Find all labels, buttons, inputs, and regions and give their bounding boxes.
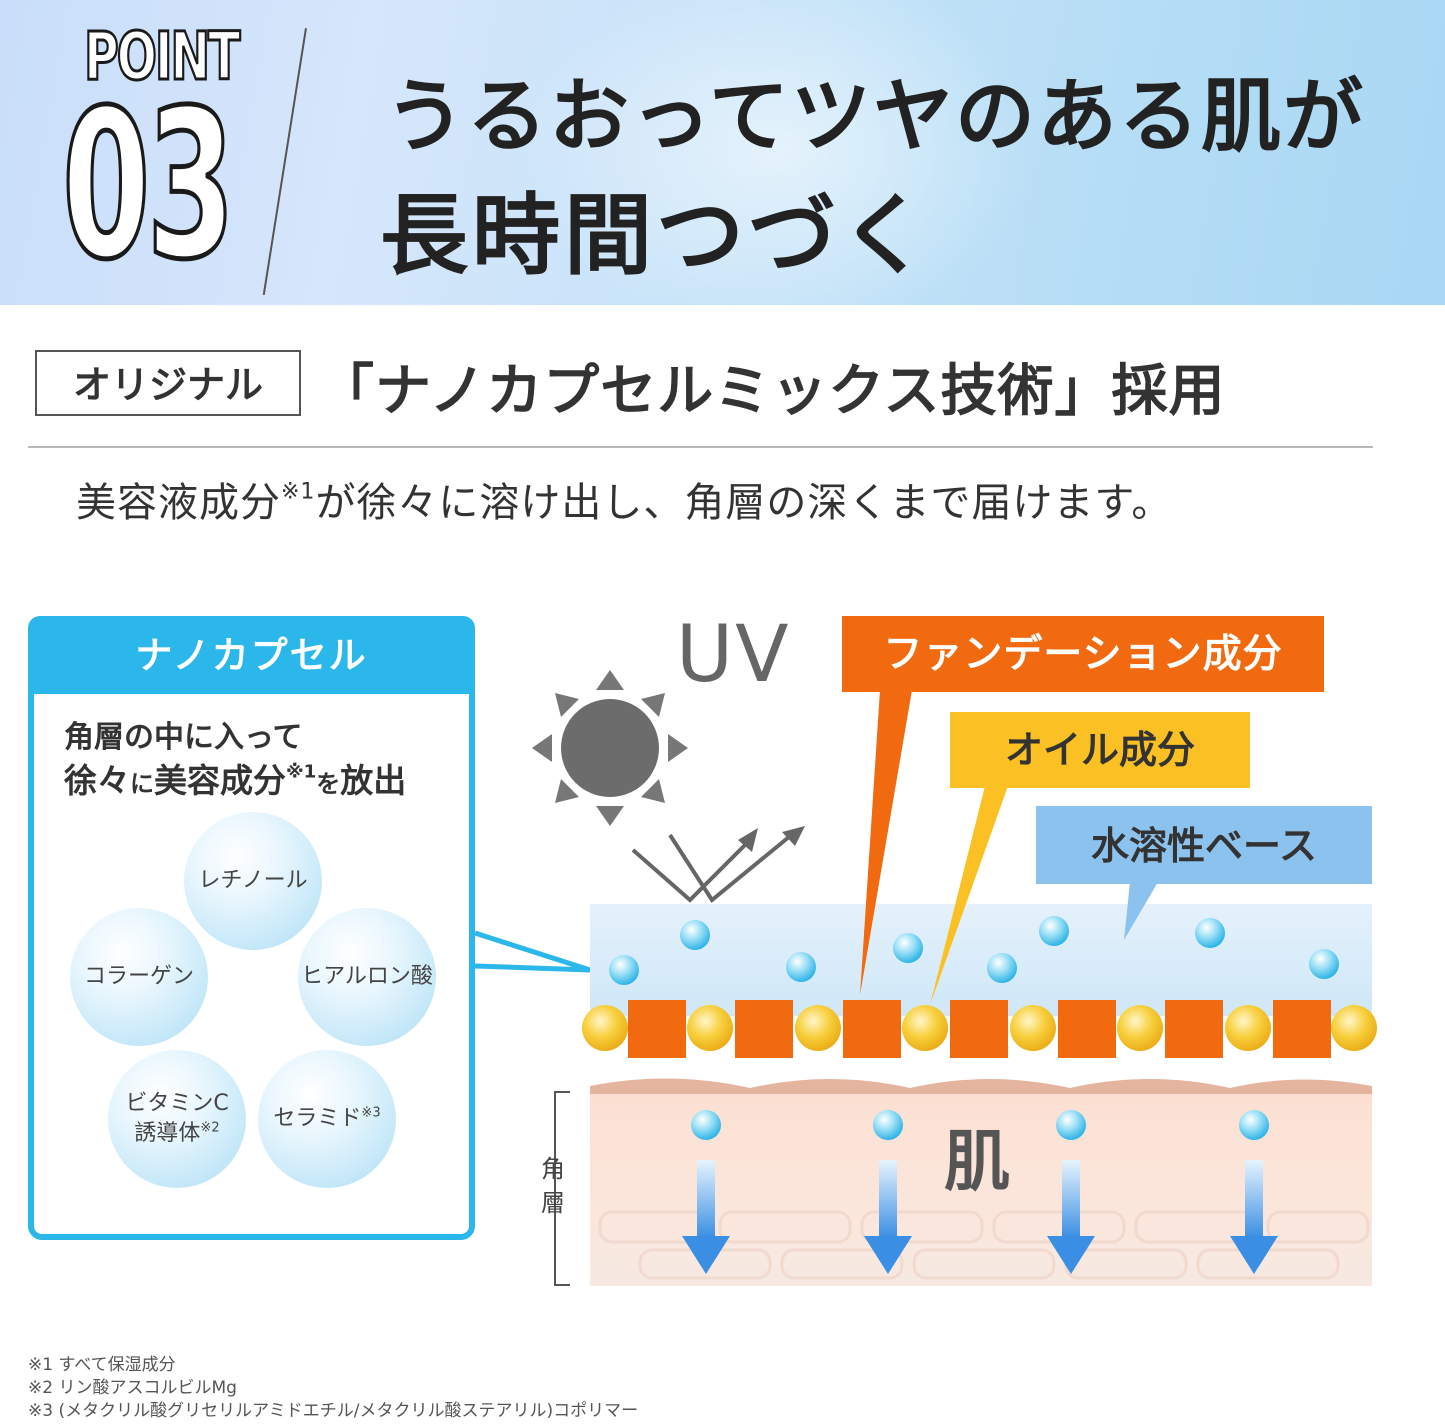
desc-part-c: 美容成分 — [154, 761, 286, 800]
footnote-3: ※3 (メタクリル酸グリセリルアミドエチル/メタクリル酸ステアリル)コポリマー — [28, 1401, 639, 1421]
water-base-layer — [590, 904, 1372, 1016]
water-callout-tail — [1124, 882, 1158, 940]
reflection-arrowhead-icon — [738, 828, 758, 852]
headline-line2: 長時間つづく — [380, 184, 933, 287]
nanocapsule-dots — [609, 916, 1339, 985]
point-label: POINT — [83, 17, 242, 97]
foundation-callout-tail — [860, 690, 912, 995]
desc-part-a: 徐々 — [64, 761, 130, 800]
technology-subtitle: 美容液成分※1が徐々に溶け出し、角層の深くまで届けます。 — [76, 470, 1172, 528]
headline-line1: うるおってツヤのある肌が — [385, 70, 1365, 163]
stratum-label: 角層 — [541, 1155, 565, 1217]
ingredient-bubble-retinol: レチノール — [184, 812, 322, 950]
ingredient-bubble-ceramide: セラミド※3 — [258, 1050, 396, 1188]
panel-connector-line — [474, 930, 591, 973]
ingredient-label: ヒアルロン酸 — [301, 964, 433, 990]
uv-label: UV — [676, 610, 791, 700]
footnote-1: ※1 すべて保湿成分 — [28, 1355, 176, 1375]
header-sheen — [520, 0, 1040, 305]
desc-note: ※1 — [286, 761, 317, 783]
panel-description-line2: 徐々に美容成分※1を放出 — [64, 754, 406, 802]
ingredient-label: セラミド — [273, 1106, 362, 1132]
ingredient-note: ※3 — [361, 1105, 381, 1121]
skin-label: 肌 — [944, 1123, 1010, 1200]
ingredient-bubble-collagen: コラーゲン — [70, 908, 208, 1046]
nanocapsule-panel-title: ナノカプセル — [28, 616, 475, 694]
section-divider — [28, 446, 1373, 448]
ingredient-label-2: 誘導体 — [134, 1121, 201, 1146]
oil-callout: オイル成分 — [950, 712, 1250, 788]
skin-surface — [590, 1078, 1372, 1098]
ingredient-label: コラーゲン — [83, 964, 194, 990]
foundation-callout: ファンデーション成分 — [842, 616, 1324, 692]
desc-part-e: 放出 — [340, 761, 407, 800]
desc-part-d: を — [316, 770, 341, 798]
subtitle-text-a: 美容液成分 — [76, 480, 281, 526]
sun-icon — [532, 670, 688, 826]
technology-title: 「ナノカプセルミックス技術」採用 — [318, 359, 1226, 424]
oil-callout-tail — [930, 786, 1008, 1005]
foundation-oil-row — [582, 1000, 1377, 1058]
panel-description-line1: 角層の中に入って — [64, 720, 303, 755]
footnote-2: ※2 リン酸アスコルビルMg — [28, 1378, 237, 1398]
panel-connector-line-lower — [474, 963, 591, 973]
point-number: 03 — [60, 67, 236, 305]
ingredient-label: レチノール — [198, 868, 308, 894]
header-banner: POINT 03 うるおってツヤのある肌が 長時間つづく — [0, 0, 1445, 305]
ingredient-bubble-hyaluronic: ヒアルロン酸 — [298, 908, 436, 1046]
original-badge: オリジナル — [35, 350, 301, 416]
stratum-bracket — [554, 1091, 570, 1286]
desc-part-b: に — [130, 770, 154, 798]
footnotes: ※1 すべて保湿成分 ※2 リン酸アスコルビルMg ※3 (メタクリル酸グリセリ… — [28, 1354, 638, 1423]
water-base-callout: 水溶性ベース — [1036, 806, 1372, 884]
subtitle-text-b: が徐々に溶け出し、角層の深くまで届けます。 — [315, 480, 1173, 526]
ingredient-bubble-vitamin-c: ビタミンC 誘導体※2 — [108, 1050, 246, 1188]
ingredient-label: ビタミンC — [125, 1091, 229, 1117]
subtitle-note: ※1 — [281, 479, 316, 505]
ingredient-note: ※2 — [200, 1120, 220, 1136]
penetration-arrows — [682, 1110, 1278, 1274]
uv-reflection-arrows-icon — [631, 830, 797, 903]
reflection-arrowhead-icon — [782, 826, 805, 846]
